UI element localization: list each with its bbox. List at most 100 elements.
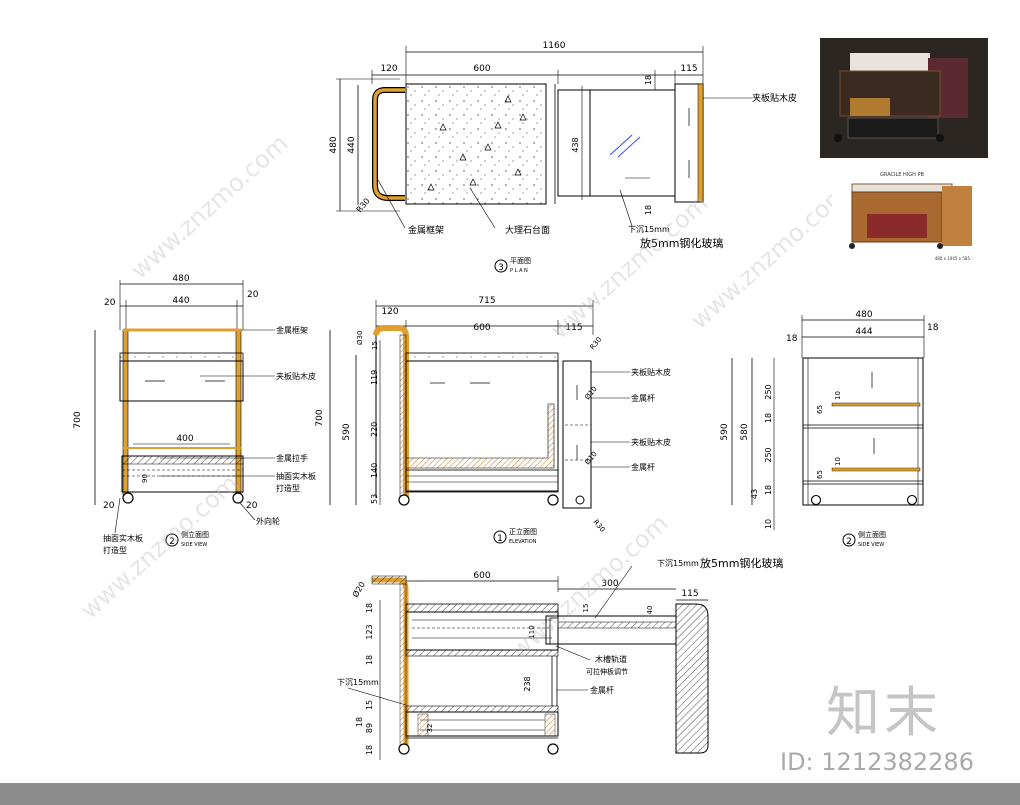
sec-dim-123: 123	[365, 624, 374, 639]
ls-dim-480: 480	[172, 274, 189, 284]
sec-dim-110: 110	[528, 625, 536, 638]
sec-dim-300: 300	[601, 579, 618, 589]
el-label-rod-2: 金属杆	[631, 462, 655, 472]
sec-dim-phi20: Ø20	[350, 580, 367, 599]
render-photo-dark	[820, 38, 988, 158]
plan-dim-115: 115	[680, 64, 697, 74]
el-dim-700: 700	[315, 409, 325, 426]
ls-dim-90: 90	[141, 474, 149, 483]
bottom-bar	[0, 783, 1020, 805]
watermark-id: ID: 1212382286	[780, 748, 974, 776]
el-title: 正立面图	[509, 527, 537, 536]
rs-dim-444: 444	[855, 327, 872, 337]
plan-label-frame: 金属框架	[408, 224, 444, 236]
ls-dim-20-left: 20	[104, 298, 116, 308]
sec-dim-18-b: 18	[365, 655, 374, 665]
el-dim-phi10-b: Ø10	[583, 450, 598, 466]
ls-dim-700: 700	[73, 411, 83, 428]
plan-dim-440: 440	[347, 136, 357, 153]
plan-title: 平面图	[510, 257, 531, 265]
watermark-logo: 知末	[826, 681, 942, 744]
ls-dim-20-right: 20	[247, 290, 259, 300]
el-dim-715: 715	[478, 296, 495, 306]
plan-title-no: 3	[498, 263, 504, 273]
el-dim-phi30: Ø30	[356, 331, 364, 345]
ls-label-drawer-2: 打造型	[103, 545, 127, 555]
front-elevation: 715 120 600 115 700 590 15 119 220 140 5…	[160, 296, 671, 545]
ls-title-en: SIDE VIEW	[181, 542, 207, 548]
ls-dim-20-foot-left: 20	[103, 501, 115, 511]
rs-dim-250-bottom: 250	[764, 447, 773, 462]
el-label-veneer: 夹板贴木皮	[276, 371, 316, 381]
sec-dim-89: 89	[365, 723, 374, 733]
rs-title: 侧立面图	[858, 530, 886, 539]
el-dim-115: 115	[565, 323, 582, 333]
ls-dim-440: 440	[172, 296, 189, 306]
sec-dim-32: 32	[426, 724, 434, 733]
ls-label-drawer: 抽面实木板	[103, 533, 143, 543]
rs-dim-10: 10	[764, 519, 773, 529]
rs-dim-65-bottom: 65	[816, 470, 824, 479]
sec-dim-18-c: 18	[355, 717, 364, 727]
sec-dim-238: 238	[523, 676, 532, 691]
el-dim-phi10-a: Ø10	[583, 385, 598, 401]
rs-title-no: 2	[846, 537, 852, 547]
el-dim-220: 220	[370, 422, 379, 437]
el-dim-600: 600	[473, 323, 490, 333]
sec-label-sink: 下沉15mm	[657, 559, 699, 568]
rs-dim-18-right: 18	[927, 323, 939, 333]
el-dim-15: 15	[371, 341, 379, 350]
el-label-drawer-2: 打造型	[276, 483, 300, 493]
rs-dim-580: 580	[740, 423, 750, 440]
plan-label-sink: 下沉15mm	[628, 225, 670, 234]
rs-dim-250-top: 250	[764, 384, 773, 399]
right-side-view: 480 444 18 18 590 580 250 18 250 43 18 1…	[720, 310, 939, 548]
cart-render-1	[820, 38, 988, 158]
rs-dim-10-top: 10	[834, 391, 842, 400]
ls-dim-20-foot-right: 20	[246, 501, 258, 511]
sec-label-sink-2: 下沉15mm	[337, 678, 379, 687]
ls-dim-400: 400	[176, 434, 193, 444]
plan-dim-600: 600	[473, 64, 490, 74]
sec-dim-18-d: 18	[365, 745, 374, 755]
plan-dim-1160: 1160	[543, 41, 566, 51]
el-dim-119: 119	[370, 370, 379, 385]
plan-view: 1160 120 600 115 480 440 R30	[329, 41, 797, 274]
plan-r30: R30	[355, 196, 372, 214]
el-label-veneer-right-1: 夹板贴木皮	[631, 367, 671, 377]
plan-title-en: P L A N	[510, 268, 528, 274]
sec-label-rail: 木槽轨道	[595, 654, 627, 664]
el-dim-590: 590	[342, 423, 352, 440]
site-watermarks: www.znzmo.com www.znzmo.com www.znzmo.co…	[75, 129, 853, 664]
sec-label-rail-2: 可拉伸板调节	[586, 667, 628, 676]
rs-dim-65-top: 65	[816, 405, 824, 414]
rs-title-en: SIDE VIEW	[858, 542, 884, 548]
rs-dim-480: 480	[855, 310, 872, 320]
el-dim-120: 120	[381, 307, 398, 317]
el-label-rod-1: 金属杆	[631, 393, 655, 403]
sec-dim-18-a: 18	[365, 603, 374, 613]
el-label-handle: 金属拉手	[276, 453, 308, 463]
el-title-en: ELEVATION	[509, 539, 537, 545]
ls-title: 侧立面图	[181, 530, 209, 539]
el-label-veneer-right-2: 夹板贴木皮	[631, 437, 671, 447]
rs-dim-590: 590	[720, 423, 730, 440]
plan-dim-480: 480	[329, 136, 339, 153]
plan-label-glass: 放5mm钢化玻璃	[640, 236, 723, 250]
el-dim-r30-top: R30	[588, 336, 603, 352]
plan-dim-438: 438	[571, 137, 580, 152]
plan-dim-18-top: 18	[644, 75, 653, 85]
el-label-drawer: 抽面实木板	[276, 471, 316, 481]
rs-dim-18-left: 18	[786, 334, 798, 344]
sec-dim-40: 40	[646, 606, 654, 615]
ls-label-caster: 外向轮	[256, 516, 280, 526]
el-title-no: 1	[497, 534, 503, 544]
watermark-site-2: www.znzmo.com	[545, 189, 713, 344]
plan-dim-18-bottom: 18	[644, 205, 653, 215]
el-dim-r30-bottom: R30	[591, 518, 606, 534]
el-label-frame: 金属框架	[276, 325, 308, 335]
el-dim-53: 53	[370, 494, 379, 504]
watermark-site-1: www.znzmo.com	[125, 129, 293, 284]
plan-label-veneer: 夹板贴木皮	[752, 92, 797, 104]
